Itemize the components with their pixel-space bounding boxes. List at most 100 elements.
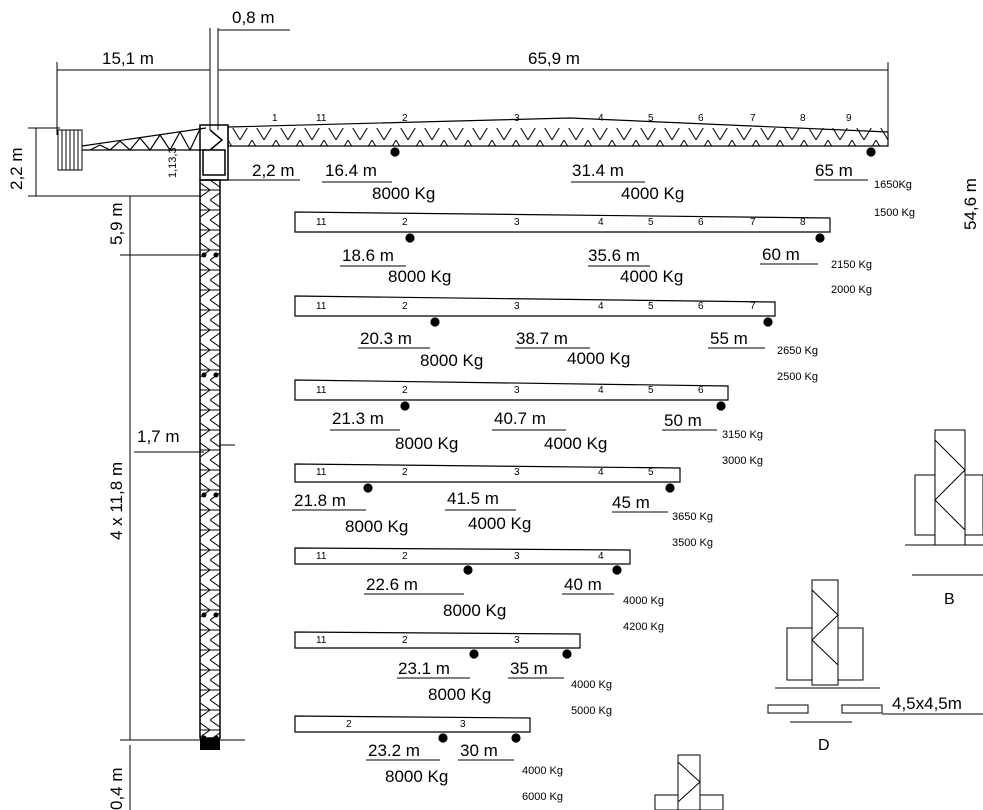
radius-markers [292, 179, 868, 761]
jib5-seg: 3 [514, 635, 520, 646]
main-jib-seg-6: 5 [648, 113, 654, 124]
jib2-radius-1: 21.3 m [332, 409, 384, 428]
cab-offset-label: 1,13,3 [167, 147, 179, 178]
top-dimension-lines [56, 28, 889, 135]
total-height-label: 54,6 m [961, 178, 980, 230]
jib2-tip-load-2: 3000 Kg [722, 455, 763, 467]
jib6-radius-1: 23.2 m [368, 741, 420, 760]
jib1-seg: 11 [316, 301, 327, 312]
counter-jib-length-label: 15,1 m [102, 49, 154, 68]
jib5-radius-tip: 35 m [510, 659, 548, 678]
jib4-radius-1: 22.6 m [366, 575, 418, 594]
main-jib-seg-7: 6 [698, 113, 704, 124]
jib3-seg: 4 [598, 467, 604, 478]
jib2-load-2: 4000 Kg [544, 434, 608, 453]
jib3-radius-1: 21.8 m [294, 491, 346, 510]
crane-mast [199, 179, 221, 750]
main-radius-tip: 65 m [815, 161, 853, 180]
jib2-seg: 5 [648, 385, 654, 396]
main-jib-seg-2: 11 [316, 113, 327, 124]
mast-width-side-label: 1,7 m [137, 427, 180, 446]
jib1-radius-1: 20.3 m [360, 329, 412, 348]
jib5-seg: 11 [316, 635, 327, 646]
jib1-tip-load-1: 2650 Kg [777, 345, 818, 357]
crane-head [199, 124, 229, 181]
counter-jib [81, 127, 207, 152]
jib5-tip-load-2: 5000 Kg [571, 705, 612, 717]
jib6-load-1: 8000 Kg [385, 767, 449, 786]
jib0-seg: 5 [648, 217, 654, 228]
jib-length-label: 65,9 m [528, 49, 580, 68]
main-jib-seg-4: 3 [514, 113, 520, 124]
base-partial-drawing [654, 754, 724, 810]
jib2-radius-tip: 50 m [664, 411, 702, 430]
main-jib-seg-8: 7 [750, 113, 756, 124]
jib1-seg: 4 [598, 301, 604, 312]
jib4-seg: 2 [402, 551, 408, 562]
jib0-seg: 3 [514, 217, 520, 228]
jib5-tip-load-1: 4000 Kg [571, 679, 612, 691]
jib4-seg: 3 [514, 551, 520, 562]
jib2-radius-2: 40.7 m [494, 409, 546, 428]
jib3-seg: 5 [648, 467, 654, 478]
jib1-seg: 7 [750, 301, 756, 312]
jib2-seg: 2 [402, 385, 408, 396]
jib0-tip-load-2: 2000 Kg [831, 284, 872, 296]
main-tip-load-1: 1650Kg [874, 179, 912, 191]
jib2-load-1: 8000 Kg [395, 434, 459, 453]
main-tip-load-2: 1500 Kg [874, 207, 915, 219]
jib5-load-1: 8000 Kg [428, 685, 492, 704]
jib1-seg: 2 [402, 301, 408, 312]
mast-sections-label: 4 x 11,8 m [107, 461, 126, 540]
jib0-seg: 6 [698, 217, 704, 228]
jib6-seg: 2 [346, 719, 352, 730]
base-d-drawing [767, 579, 983, 723]
jib6-tip-load-2: 6000 Kg [522, 791, 563, 803]
jib0-radius-2: 35.6 m [588, 246, 640, 265]
jib0-load-1: 8000 Kg [388, 267, 452, 286]
jib2-tip-load-1: 3150 Kg [722, 429, 763, 441]
base-d-dimension: 4,5x4,5m [892, 694, 962, 713]
jib4-seg: 11 [316, 551, 327, 562]
jib4-tip-load-2: 4200 Kg [623, 621, 664, 633]
jib1-radius-2: 38.7 m [516, 329, 568, 348]
jib0-seg: 7 [750, 217, 756, 228]
jib0-seg: 8 [800, 217, 806, 228]
jib6-tip-load-1: 4000 Kg [522, 765, 563, 777]
jib5-radius-1: 23.1 m [398, 659, 450, 678]
main-jib-seg-10: 9 [846, 113, 852, 124]
main-load-2: 4000 Kg [621, 184, 685, 203]
main-jib-seg-5: 4 [598, 113, 604, 124]
jib6-radius-tip: 30 m [460, 741, 498, 760]
jib3-radius-2: 41.5 m [447, 489, 499, 508]
cab-width-label: 2,2 m [252, 161, 295, 180]
jib0-seg: 11 [316, 217, 327, 228]
jib3-radius-tip: 45 m [612, 493, 650, 512]
base-b-label: B [944, 591, 955, 608]
jib3-tip-load-1: 3650 Kg [672, 511, 713, 523]
base-b-drawing [905, 429, 983, 576]
jib4-radius-tip: 40 m [564, 575, 602, 594]
jib2-seg: 3 [514, 385, 520, 396]
jib3-seg: 2 [402, 467, 408, 478]
jib3-seg: 11 [316, 467, 327, 478]
jib-configurations [294, 211, 831, 743]
mast-width-label: 0,8 m [232, 8, 275, 27]
jib3-seg: 3 [514, 467, 520, 478]
jib0-load-2: 4000 Kg [620, 267, 684, 286]
jib1-load-2: 4000 Kg [567, 349, 631, 368]
jib0-radius-tip: 60 m [762, 245, 800, 264]
jib3-tip-load-2: 3500 Kg [672, 537, 713, 549]
jib0-tip-load-1: 2150 Kg [831, 259, 872, 271]
jib3-load-2: 4000 Kg [468, 514, 532, 533]
side-dimension-lines [28, 127, 300, 810]
jib0-radius-1: 18.6 m [342, 246, 394, 265]
jib2-seg: 6 [698, 385, 704, 396]
jib1-radius-tip: 55 m [710, 329, 748, 348]
main-load-1: 8000 Kg [372, 184, 436, 203]
jib1-seg: 6 [698, 301, 704, 312]
jib4-load-1: 8000 Kg [443, 601, 507, 620]
base-height-label: 0,4 m [107, 767, 126, 810]
counter-weights [57, 129, 83, 171]
